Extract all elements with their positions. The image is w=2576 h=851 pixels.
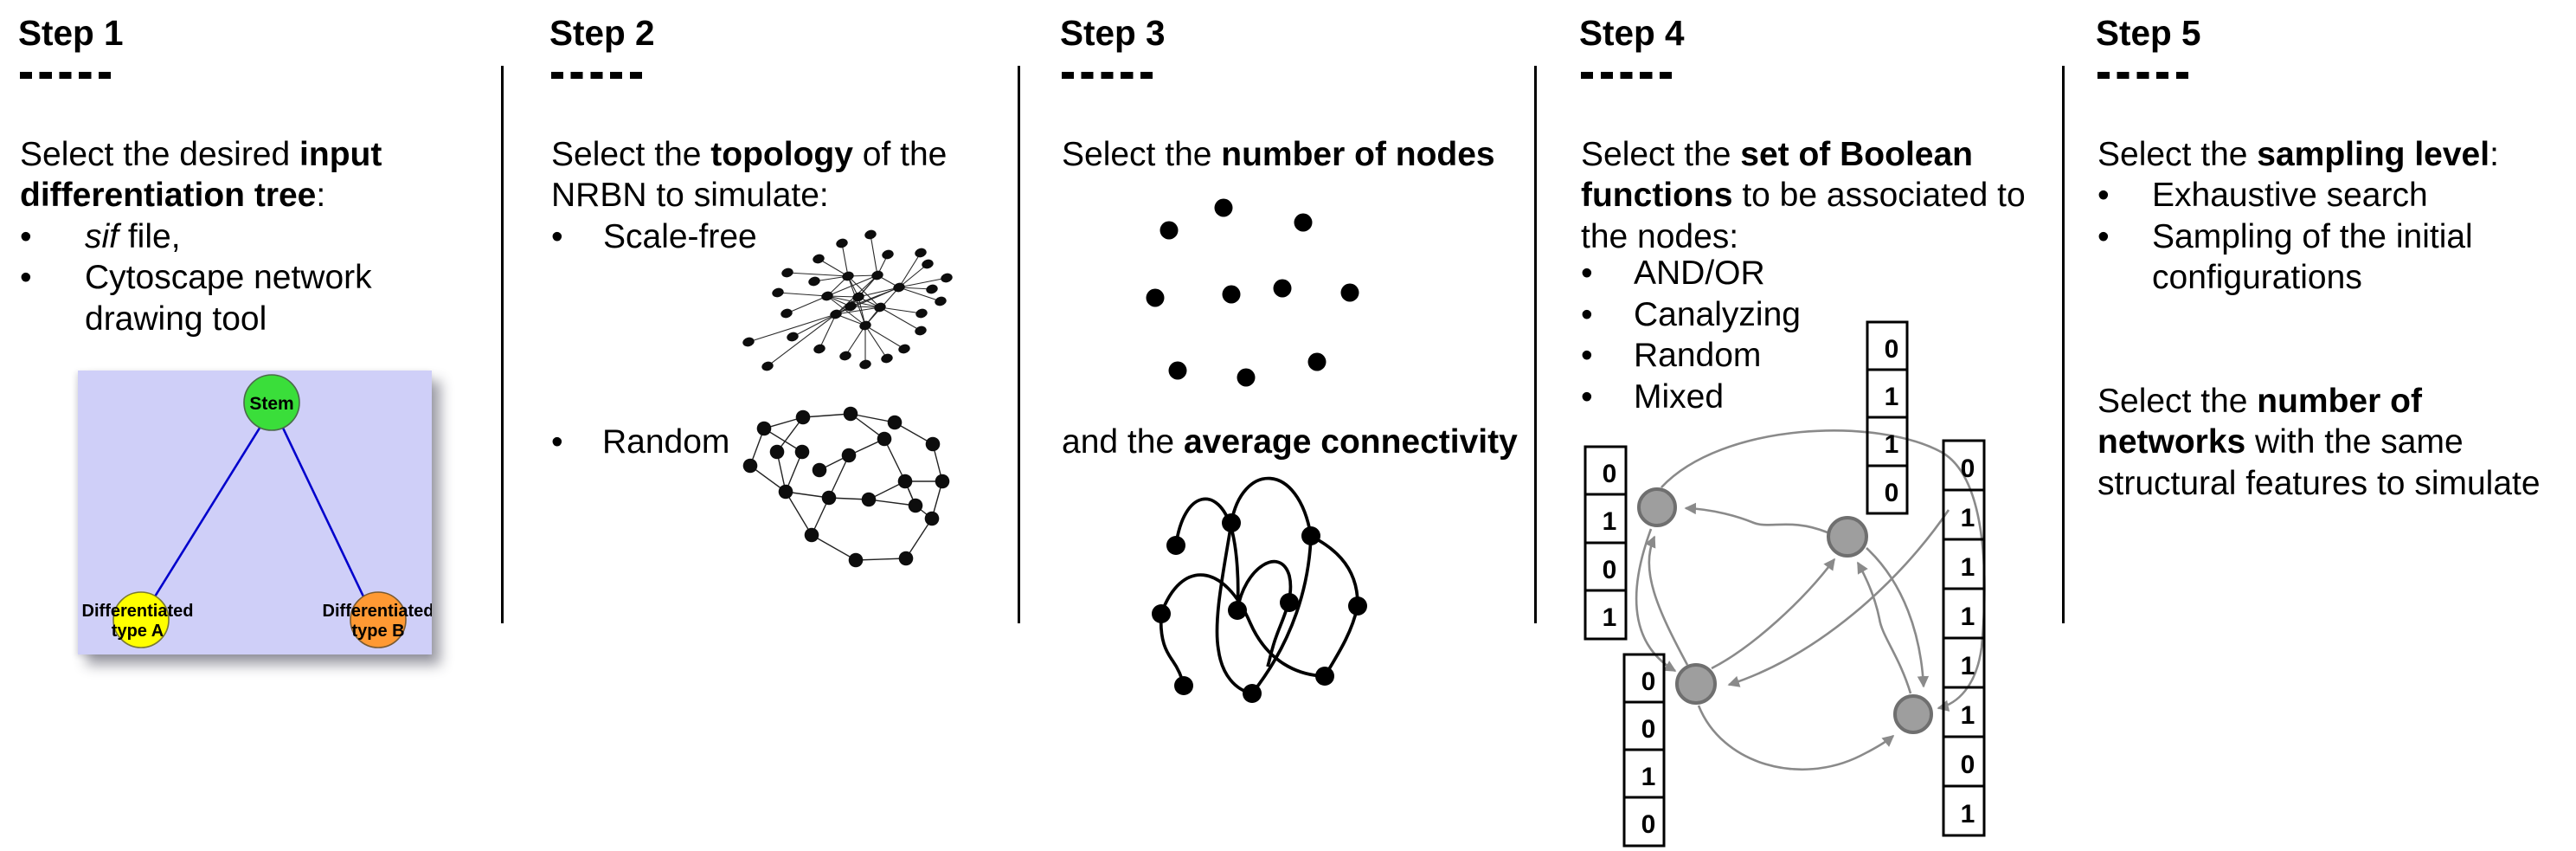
svg-text:Stem: Stem [249, 394, 293, 414]
svg-text:0: 0 [1641, 810, 1656, 839]
svg-text:1: 1 [1961, 800, 1975, 828]
svg-text:1: 1 [1961, 603, 1975, 631]
svg-text:0: 0 [1961, 751, 1975, 779]
svg-text:1: 1 [1961, 701, 1975, 730]
svg-text:1: 1 [1885, 383, 1899, 411]
svg-text:1: 1 [1603, 507, 1617, 536]
svg-text:1: 1 [1603, 603, 1617, 632]
svg-text:type B: type B [351, 622, 404, 641]
svg-text:0: 0 [1641, 667, 1656, 696]
svg-text:1: 1 [1885, 430, 1899, 459]
svg-text:0: 0 [1641, 715, 1656, 744]
svg-text:1: 1 [1961, 504, 1975, 532]
svg-text:Differentiated: Differentiated [323, 602, 432, 621]
svg-text:0: 0 [1961, 455, 1975, 483]
svg-text:Differentiated: Differentiated [82, 602, 194, 621]
svg-text:0: 0 [1603, 460, 1617, 488]
svg-text:1: 1 [1641, 763, 1656, 791]
svg-text:1: 1 [1961, 652, 1975, 680]
svg-text:0: 0 [1885, 479, 1899, 507]
svg-text:0: 0 [1603, 556, 1617, 584]
svg-text:type A: type A [112, 622, 164, 641]
svg-text:0: 0 [1885, 335, 1899, 364]
svg-text:1: 1 [1961, 553, 1975, 582]
